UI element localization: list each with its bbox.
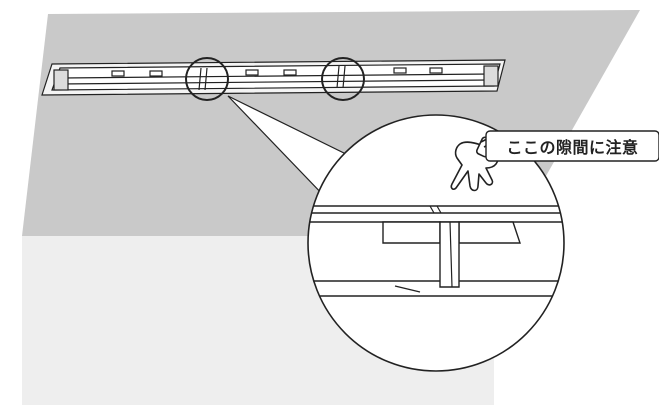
zoom-circle-outline (307, 114, 565, 372)
callout-box (485, 130, 659, 162)
callout-text: ここの隙間に注意 (506, 138, 639, 157)
joint-highlight-right (321, 57, 365, 101)
ceiling-rail (41, 59, 506, 96)
joint-highlight-left (185, 57, 229, 101)
